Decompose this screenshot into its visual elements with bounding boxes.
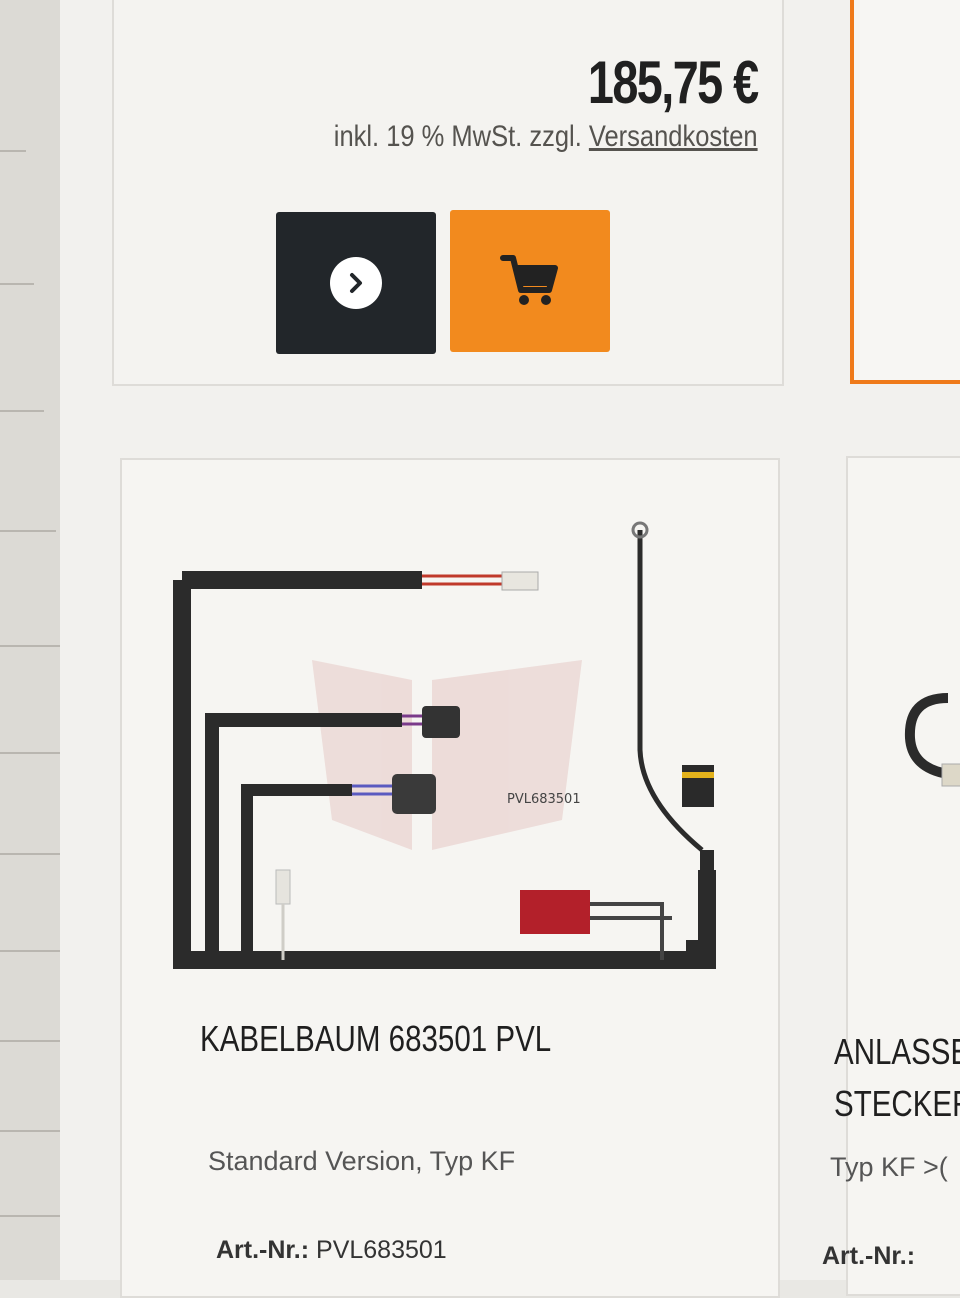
article-number-label: Art.-Nr.: [216,1236,310,1264]
side-product-title-line1: ANLASSE [834,1031,960,1072]
divider [0,752,60,754]
left-sidebar-strip [0,0,60,1280]
divider [0,150,26,152]
product-card-next[interactable]: ANLASSE STECKER) Typ KF >( Art.-Nr.: [822,456,960,1296]
tax-note: inkl. 19 % MwSt. zzgl. Versandkosten [334,120,758,154]
product-card-kabelbaum[interactable]: PVL683501 KABELBAUM 683501 PVL Standard … [120,458,780,1298]
article-number: Art.-Nr.: PVL683501 [216,1236,447,1265]
divider [0,530,56,532]
image-sku-label: PVL683501 [507,792,581,807]
product-title[interactable]: KABELBAUM 683501 PVL [200,1018,552,1059]
product-description: Standard Version, Typ KF [208,1146,516,1176]
add-to-cart-button[interactable] [450,210,610,352]
product-card-previous: 185,75 € inkl. 19 % MwSt. zzgl. Versandk… [112,0,784,386]
shipping-costs-link[interactable]: Versandkosten [589,120,758,153]
shopping-cart-icon [500,255,558,305]
divider [0,1040,60,1042]
article-number-value: PVL683501 [316,1236,447,1264]
chevron-right-icon [330,257,382,309]
divider [0,283,34,285]
side-product-description: Typ KF >( [830,1152,948,1182]
side-article-label: Art.-Nr.: [822,1242,916,1270]
divider [0,1215,60,1217]
divider [0,1130,60,1132]
divider [0,950,60,952]
product-image-cable[interactable] [848,638,960,798]
product-price: 185,75 € [588,49,759,116]
divider [0,645,60,647]
divider [0,853,60,855]
side-product-title-line2: STECKER) [834,1083,960,1124]
product-image[interactable]: PVL683501 [162,520,722,980]
watermark-logo [312,660,582,850]
details-button[interactable] [276,212,436,354]
product-card-highlighted [850,0,960,384]
tax-note-text: inkl. 19 % MwSt. zzgl. [334,120,583,153]
side-product-title[interactable]: ANLASSE STECKER) [834,1026,960,1130]
divider [0,410,44,412]
